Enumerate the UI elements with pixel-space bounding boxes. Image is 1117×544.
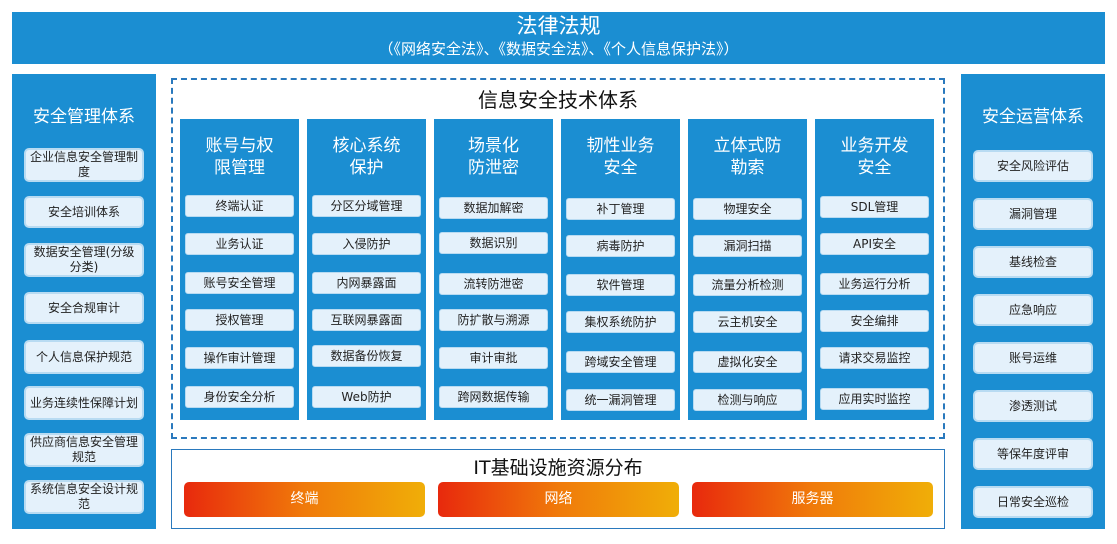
law-title: 法律法规 — [516, 14, 601, 38]
tech-column-account: 账号与权限管理 终端认证 业务认证 账号安全管理 授权管理 操作审计管理 身份安… — [180, 119, 299, 420]
column-item: 身份安全分析 — [185, 386, 294, 408]
management-item: 企业信息安全管理制度 — [24, 148, 144, 182]
column-title: 场景化防泄密 — [468, 136, 519, 178]
management-item: 数据安全管理(分级分类) — [24, 243, 144, 277]
management-item: 业务连续性保障计划 — [24, 386, 144, 420]
column-title: 韧性业务安全 — [586, 136, 655, 178]
column-item: 请求交易监控 — [820, 347, 929, 369]
tech-column-core: 核心系统保护 分区分域管理 入侵防护 内网暴露面 互联网暴露面 数据备份恢复 W… — [307, 119, 426, 420]
column-item: API安全 — [820, 233, 929, 255]
infra-network: 网络 — [438, 482, 679, 517]
column-item: 流量分析检测 — [693, 274, 802, 296]
infra-terminal: 终端 — [184, 482, 425, 517]
column-item: 数据加解密 — [439, 197, 548, 219]
column-item: 审计审批 — [439, 347, 548, 369]
column-item: 数据识别 — [439, 232, 548, 254]
operation-item: 日常安全巡检 — [973, 486, 1093, 518]
tech-column-dev: 业务开发安全 SDL管理 API安全 业务运行分析 安全编排 请求交易监控 应用… — [815, 119, 934, 420]
law-subtitle: （《网络安全法》、《数据安全法》、《个人信息保护法》） — [378, 40, 739, 58]
infra-server: 服务器 — [692, 482, 933, 517]
column-item: 业务认证 — [185, 233, 294, 255]
law-banner: 法律法规 （《网络安全法》、《数据安全法》、《个人信息保护法》） — [12, 12, 1105, 64]
column-item: 业务运行分析 — [820, 273, 929, 295]
operation-title: 安全运营体系 — [982, 107, 1084, 127]
management-item: 安全培训体系 — [24, 196, 144, 228]
column-item: 统一漏洞管理 — [566, 389, 675, 411]
management-item: 安全合规审计 — [24, 292, 144, 324]
column-item: 终端认证 — [185, 195, 294, 217]
tech-column-ransom: 立体式防勒索 物理安全 漏洞扫描 流量分析检测 云主机安全 虚拟化安全 检测与响… — [688, 119, 807, 420]
operation-item: 漏洞管理 — [973, 198, 1093, 230]
column-item: Web防护 — [312, 386, 421, 408]
tech-system-title: 信息安全技术体系 — [478, 88, 638, 112]
column-item: 补丁管理 — [566, 198, 675, 220]
operation-item: 安全风险评估 — [973, 150, 1093, 182]
column-title: 业务开发安全 — [840, 136, 909, 178]
column-title: 立体式防勒索 — [713, 136, 782, 178]
operation-item: 基线检查 — [973, 246, 1093, 278]
column-item: 应用实时监控 — [820, 388, 929, 410]
management-item: 系统信息安全设计规范 — [24, 480, 144, 514]
column-item: 流转防泄密 — [439, 273, 548, 295]
security-management-panel: 安全管理体系 企业信息安全管理制度 安全培训体系 数据安全管理(分级分类) 安全… — [12, 74, 156, 529]
column-item: 安全编排 — [820, 310, 929, 332]
column-item: 跨网数据传输 — [439, 386, 548, 408]
security-operation-panel: 安全运营体系 安全风险评估 漏洞管理 基线检查 应急响应 账号运维 渗透测试 等… — [961, 74, 1105, 529]
column-title: 核心系统保护 — [332, 136, 401, 178]
column-item: 操作审计管理 — [185, 347, 294, 369]
management-item: 供应商信息安全管理规范 — [24, 433, 144, 467]
column-item: 数据备份恢复 — [312, 345, 421, 367]
column-item: 防扩散与溯源 — [439, 309, 548, 331]
tech-system-frame — [171, 78, 945, 439]
column-item: 分区分域管理 — [312, 195, 421, 217]
column-item: 入侵防护 — [312, 233, 421, 255]
infra-title: IT基础设施资源分布 — [473, 457, 643, 479]
column-item: 账号安全管理 — [185, 272, 294, 294]
column-item: 授权管理 — [185, 309, 294, 331]
column-item: 虚拟化安全 — [693, 351, 802, 373]
column-item: 检测与响应 — [693, 389, 802, 411]
column-item: 内网暴露面 — [312, 272, 421, 294]
operation-item: 应急响应 — [973, 294, 1093, 326]
column-item: 跨域安全管理 — [566, 351, 675, 373]
operation-item: 等保年度评审 — [973, 438, 1093, 470]
management-item: 个人信息保护规范 — [24, 340, 144, 374]
infra-frame — [171, 449, 945, 529]
operation-item: 账号运维 — [973, 342, 1093, 374]
column-item: 云主机安全 — [693, 311, 802, 333]
column-item: 病毒防护 — [566, 235, 675, 257]
tech-column-leak: 场景化防泄密 数据加解密 数据识别 流转防泄密 防扩散与溯源 审计审批 跨网数据… — [434, 119, 553, 420]
column-item: 互联网暴露面 — [312, 309, 421, 331]
column-item: 漏洞扫描 — [693, 235, 802, 257]
column-item: 集权系统防护 — [566, 311, 675, 333]
tech-column-resilience: 韧性业务安全 补丁管理 病毒防护 软件管理 集权系统防护 跨域安全管理 统一漏洞… — [561, 119, 680, 420]
column-item: 物理安全 — [693, 198, 802, 220]
column-title: 账号与权限管理 — [205, 136, 274, 178]
column-item: 软件管理 — [566, 274, 675, 296]
operation-item: 渗透测试 — [973, 390, 1093, 422]
management-title: 安全管理体系 — [33, 107, 135, 127]
column-item: SDL管理 — [820, 196, 929, 218]
